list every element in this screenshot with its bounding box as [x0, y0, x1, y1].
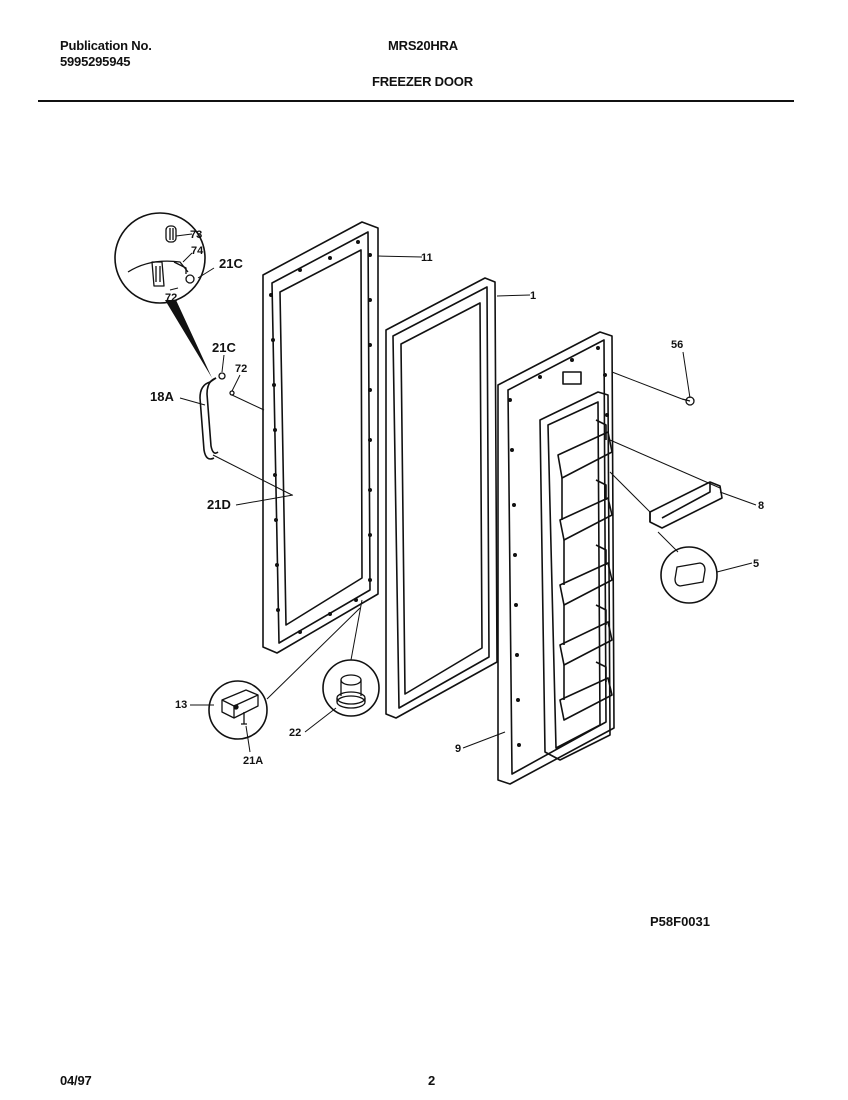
door-panel	[385, 277, 498, 719]
detail-hinge	[221, 689, 259, 725]
shelf-bar	[649, 481, 723, 529]
label-part-11: 11	[421, 252, 433, 264]
label-part-22: 22	[289, 727, 301, 739]
label-part-1: 1	[530, 290, 536, 302]
publication-number: 5995295945	[60, 54, 131, 69]
screw	[681, 396, 695, 406]
label-part-73: 73	[190, 229, 202, 241]
leader-lines	[169, 233, 757, 753]
page-number: 2	[428, 1073, 436, 1088]
section-title: FREEZER DOOR	[372, 74, 473, 89]
detail-clip	[674, 562, 706, 587]
detail-bushing	[336, 674, 366, 709]
detail-handle-screws	[127, 225, 195, 287]
label-part-13: 13	[175, 699, 187, 711]
model-number: MRS20HRA	[388, 38, 458, 53]
label-part-5: 5	[753, 558, 759, 570]
footer-date: 04/97	[60, 1073, 92, 1088]
inner-door-liner	[497, 331, 615, 785]
detail-circle-hinge	[208, 680, 268, 740]
door-gasket-frame	[262, 221, 379, 654]
label-part-18a: 18A	[150, 389, 174, 404]
handle-screw	[218, 372, 235, 396]
label-part-9: 9	[455, 743, 461, 755]
label-part-74: 74	[191, 245, 204, 257]
detail-circle-clip	[660, 546, 718, 604]
drawing-code: P58F0031	[650, 914, 710, 929]
label-part-8: 8	[758, 500, 764, 512]
door-handle	[199, 377, 219, 460]
label-part-21a: 21A	[243, 755, 263, 767]
header-rule	[38, 100, 794, 102]
label-part-56: 56	[671, 339, 683, 351]
label-part-72: 72	[235, 363, 247, 375]
detail-circle-handle-screws	[114, 212, 206, 304]
publication-label: Publication No.	[60, 38, 152, 53]
label-part-21d: 21D	[207, 497, 231, 512]
label-part-72-detail: 72	[165, 292, 177, 304]
label-part-21c-detail: 21C	[219, 256, 243, 271]
detail-pointer-wedge	[165, 300, 212, 378]
label-part-21c: 21C	[212, 340, 236, 355]
